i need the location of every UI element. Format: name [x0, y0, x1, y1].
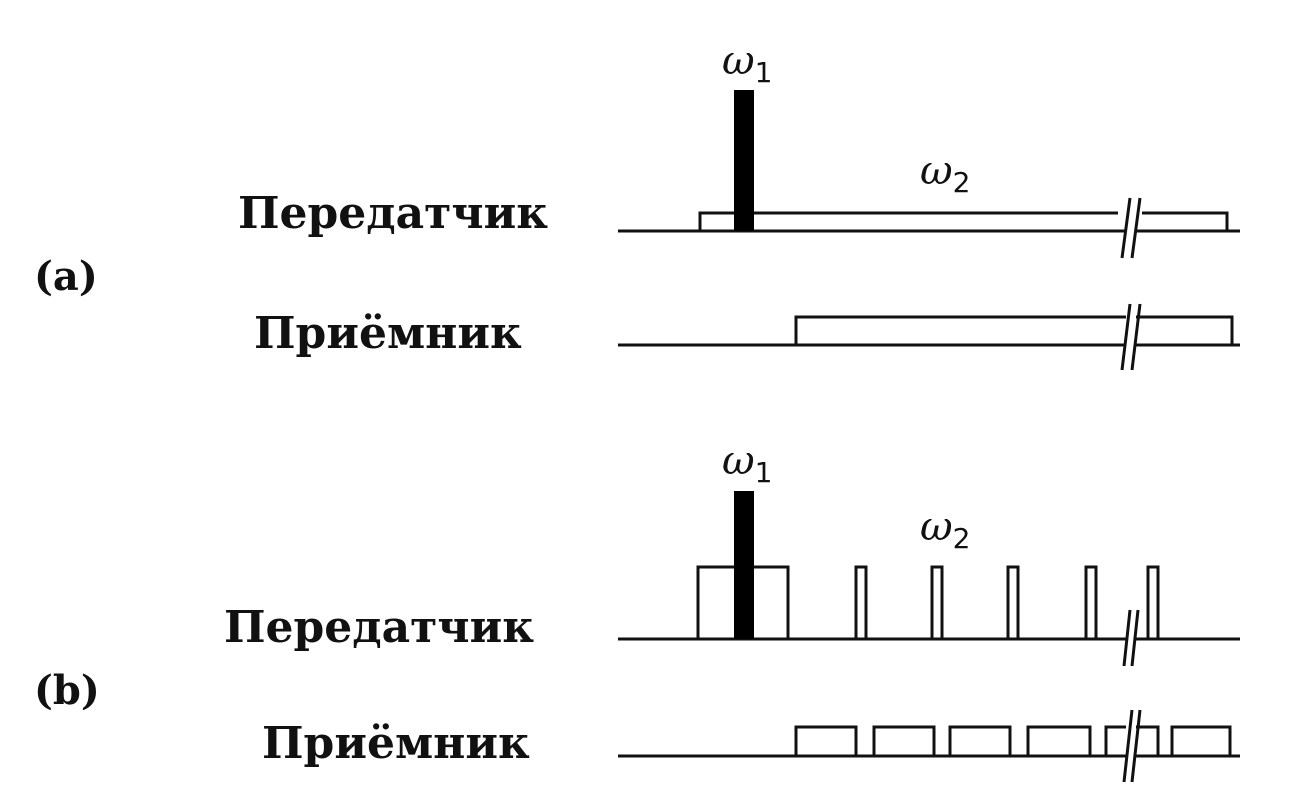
panel-b-transmitter-narrow-pulse	[854, 565, 868, 641]
panel-b-transmitter-axis-break	[1104, 609, 1148, 668]
panel-a-omega2-index: 2	[953, 166, 971, 199]
panel-a-receiver-label: Приёмник	[254, 308, 522, 359]
panel-b-receiver-axis-break	[1106, 709, 1148, 783]
panel-b-transmitter-omega1-pulse	[734, 491, 754, 639]
panel-a-transmitter-omega1-pulse	[734, 90, 754, 231]
panel-b-receiver-pulse	[948, 725, 1012, 758]
panel-b-omega2-symbol: ω	[920, 504, 953, 550]
panel-a-omega2-symbol: ω	[920, 148, 953, 194]
panel-b-receiver-pulse	[1170, 725, 1232, 758]
panel-a-transmitter-axis-break	[1104, 197, 1150, 260]
panel-b-omega2-index: 2	[953, 522, 971, 555]
panel-a-omega1-index: 1	[755, 56, 773, 89]
panel-b-omega1-label: ω1	[722, 438, 772, 489]
panel-a: (a) Передатчик ω1 ω2 Приёмник	[34, 38, 1240, 372]
panel-a-omega1-symbol: ω	[722, 38, 755, 84]
panel-a-receiver-axis-break	[1104, 303, 1150, 372]
panel-a-omega1-label: ω1	[722, 38, 772, 89]
panel-b-transmitter-narrow-pulse	[1084, 565, 1098, 641]
panel-b: (b) Передатчик ω1 ω2 Приёмник	[34, 438, 1240, 783]
panel-a-transmitter-omega2-pulse	[698, 211, 1229, 233]
panel-b-omega1-symbol: ω	[722, 438, 755, 484]
panel-b-transmitter-label: Передатчик	[224, 602, 534, 653]
panel-b-receiver-label: Приёмник	[262, 718, 530, 769]
panel-b-transmitter-narrow-pulse	[1006, 565, 1020, 641]
panel-a-omega2-label: ω2	[920, 148, 970, 199]
panel-b-transmitter-narrow-pulse	[930, 565, 944, 641]
panel-b-label: (b)	[34, 667, 100, 714]
panel-b-transmitter-narrow-pulse	[1146, 565, 1160, 641]
panel-b-omega2-label: ω2	[920, 504, 970, 555]
panel-b-omega1-index: 1	[755, 456, 773, 489]
panel-b-receiver-pulse	[794, 725, 858, 758]
panel-b-receiver-pulse	[872, 725, 936, 758]
panel-a-receiver-pulse	[794, 315, 1234, 347]
panel-a-transmitter-label: Передатчик	[238, 188, 548, 239]
panel-b-receiver-pulse	[1026, 725, 1092, 758]
panel-a-label: (a)	[34, 253, 98, 300]
